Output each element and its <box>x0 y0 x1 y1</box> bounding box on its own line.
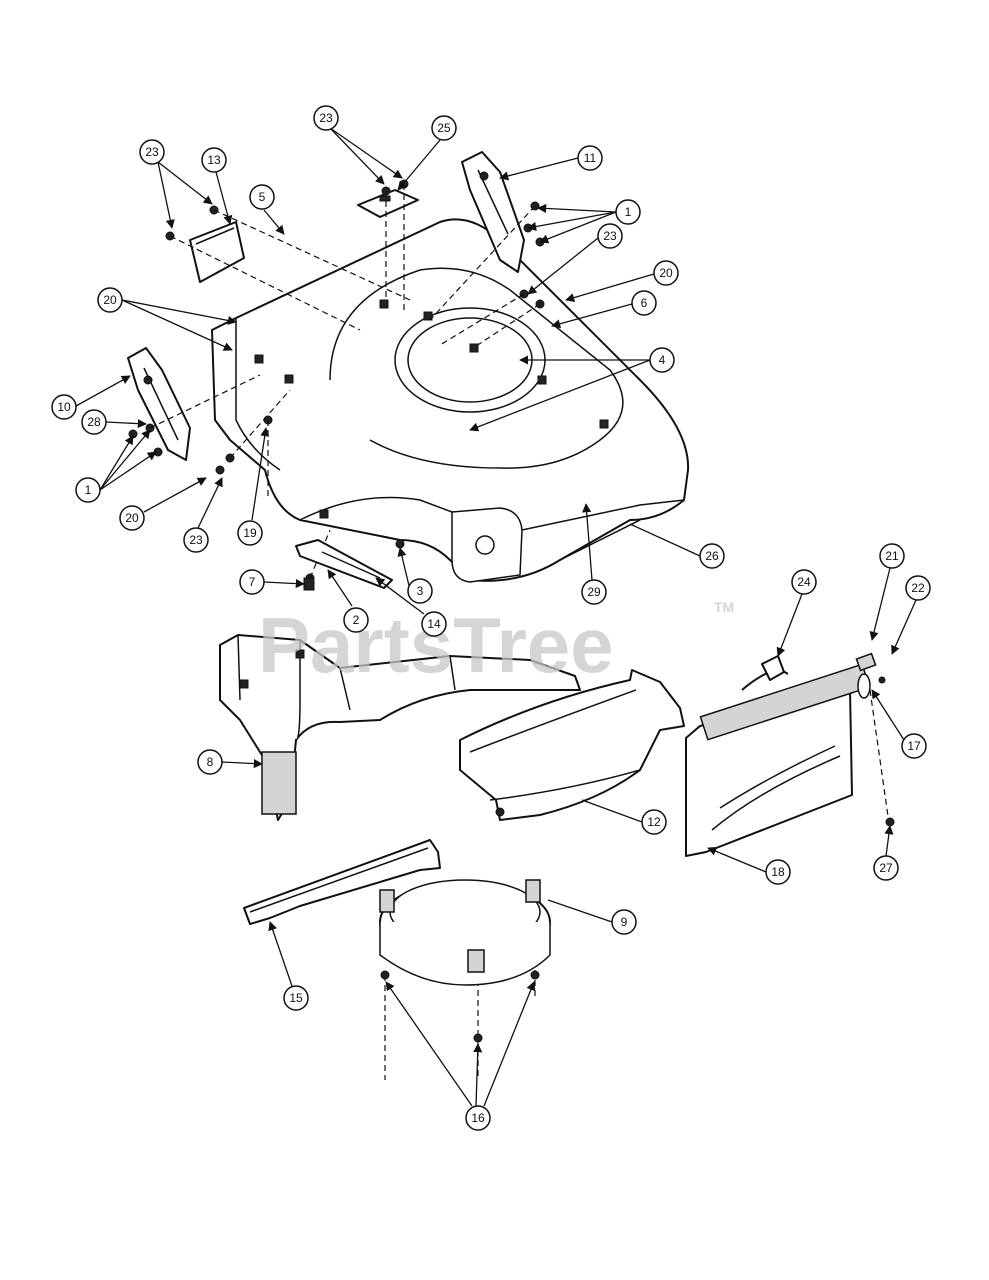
callout-number: 24 <box>797 575 811 589</box>
callout-number: 28 <box>87 415 101 429</box>
callout-number: 12 <box>647 815 661 829</box>
callout-number: 1 <box>625 205 632 219</box>
callout-29: 29 <box>581 579 607 605</box>
callout-number: 7 <box>249 575 256 589</box>
callout-23-top-left: 23 <box>139 139 165 165</box>
deck-housing <box>211 218 690 583</box>
callout-25: 25 <box>431 115 457 141</box>
callout-18: 18 <box>765 859 791 885</box>
callout-number: 27 <box>879 861 893 875</box>
callout-number: 23 <box>145 145 159 159</box>
callout-number: 26 <box>705 549 719 563</box>
callout-number: 9 <box>621 915 628 929</box>
watermark-trademark: TM <box>714 599 734 615</box>
callout-21: 21 <box>879 543 905 569</box>
callout-26: 26 <box>699 543 725 569</box>
callout-23-lower-left: 23 <box>183 527 209 553</box>
callout-number: 10 <box>57 400 71 414</box>
callout-20-right: 20 <box>653 260 679 286</box>
callout-number: 18 <box>771 865 785 879</box>
callout-number: 1 <box>85 483 92 497</box>
callout-11: 11 <box>577 145 603 171</box>
rear-skirt <box>459 669 685 821</box>
callout-1-left: 1 <box>75 477 101 503</box>
callout-20-upper-left: 20 <box>97 287 123 313</box>
bottom-bolts <box>380 817 895 1043</box>
callout-3: 3 <box>407 578 433 604</box>
rear-flap-assembly <box>685 652 886 857</box>
callout-number: 11 <box>584 151 597 165</box>
callout-5: 5 <box>249 184 275 210</box>
callout-17: 17 <box>901 733 927 759</box>
right-wheel-bracket <box>461 151 525 273</box>
callout-4: 4 <box>649 347 675 373</box>
callout-15: 15 <box>283 985 309 1011</box>
callout-number: 13 <box>207 153 221 167</box>
blade-ring <box>379 879 551 986</box>
hardware-fasteners <box>128 179 545 583</box>
top-plate-bracket <box>357 189 419 218</box>
callout-number: 6 <box>641 296 648 310</box>
callout-number: 15 <box>289 991 303 1005</box>
callout-14: 14 <box>421 611 447 637</box>
callout-19: 19 <box>237 520 263 546</box>
deck-bar <box>295 539 393 589</box>
callout-number: 20 <box>103 293 117 307</box>
callout-6: 6 <box>631 290 657 316</box>
callout-number: 22 <box>911 581 925 595</box>
callout-number: 17 <box>907 739 921 753</box>
callout-7: 7 <box>239 569 265 595</box>
callout-27: 27 <box>873 855 899 881</box>
callout-23-right: 23 <box>597 223 623 249</box>
callout-number: 8 <box>207 755 214 769</box>
callout-number: 5 <box>259 190 266 204</box>
callout-number: 23 <box>189 533 203 547</box>
callout-number: 4 <box>659 353 666 367</box>
callouts: 1 1 2 3 4 5 6 7 8 9 10 11 <box>51 105 931 1131</box>
callout-number: 25 <box>437 121 451 135</box>
callout-number: 2 <box>353 613 360 627</box>
callout-number: 16 <box>471 1111 485 1125</box>
front-bar <box>243 839 441 925</box>
callout-22: 22 <box>905 575 931 601</box>
callout-number: 23 <box>319 111 333 125</box>
callout-23-top-center: 23 <box>313 105 339 131</box>
callout-24: 24 <box>791 569 817 595</box>
callout-2: 2 <box>343 607 369 633</box>
callout-number: 20 <box>659 266 673 280</box>
left-wheel-bracket <box>127 347 191 461</box>
callout-9: 9 <box>611 909 637 935</box>
callout-number: 23 <box>603 229 617 243</box>
callout-number: 3 <box>417 584 424 598</box>
callout-13: 13 <box>201 147 227 173</box>
callout-number: 20 <box>125 511 139 525</box>
callout-28: 28 <box>81 409 107 435</box>
callout-number: 19 <box>243 526 257 540</box>
discharge-chute-left <box>219 634 581 821</box>
callout-12: 12 <box>641 809 667 835</box>
callout-1-right: 1 <box>615 199 641 225</box>
callout-number: 29 <box>587 585 601 599</box>
callout-16: 16 <box>465 1105 491 1131</box>
callout-20-lower-left: 20 <box>119 505 145 531</box>
callout-number: 14 <box>427 617 441 631</box>
left-rear-bracket <box>189 221 245 283</box>
watermark: PartsTree TM <box>258 599 734 689</box>
callout-number: 21 <box>885 549 899 563</box>
small-clip <box>303 577 315 591</box>
callout-8: 8 <box>197 749 223 775</box>
callout-10: 10 <box>51 394 77 420</box>
